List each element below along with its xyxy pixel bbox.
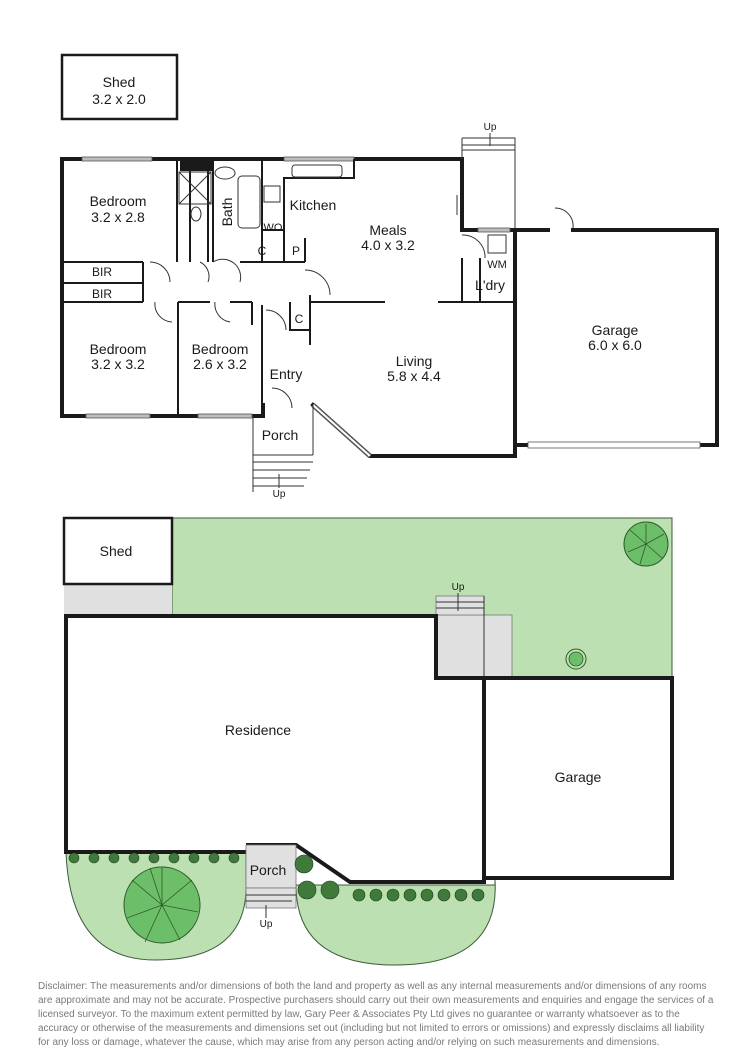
- residence-label: Residence: [225, 722, 291, 738]
- rear-stairs: [461, 137, 516, 230]
- room-dims: 6.0 x 6.0: [588, 337, 642, 353]
- room-dims: 2.6 x 3.2: [193, 356, 247, 372]
- shower-icon: [178, 171, 212, 205]
- tree-icon: [123, 866, 201, 944]
- wo-label: WO: [264, 222, 283, 234]
- room-label: Bedroom: [90, 341, 147, 357]
- front-stairs: [252, 405, 314, 492]
- site-porch: [245, 844, 297, 889]
- room-label: Living: [396, 353, 433, 369]
- residence-outline: [64, 614, 486, 884]
- rear-stairs: [435, 595, 485, 616]
- floor-plan: Shed 3.2 x 2.0 Up: [60, 53, 719, 500]
- washing-machine-icon: [487, 234, 507, 254]
- room-label: Porch: [262, 427, 299, 443]
- room-dims: 5.8 x 4.4: [387, 368, 441, 384]
- room-label: Bath: [219, 198, 235, 227]
- room-dims: 3.2 x 2.8: [91, 209, 145, 225]
- window: [477, 227, 511, 233]
- room-dims: 3.2 x 3.2: [91, 356, 145, 372]
- shed-paving: [64, 584, 172, 614]
- shrub-icon: [565, 648, 587, 670]
- site-shed-label: Shed: [100, 543, 133, 559]
- front-lawn-right: [295, 879, 496, 966]
- room-label: Bedroom: [192, 341, 249, 357]
- cupboard-label: C: [258, 244, 267, 258]
- wm-label: WM: [487, 259, 507, 271]
- rear-deck: [435, 614, 513, 678]
- bir-label: BIR: [92, 265, 112, 279]
- shed-label: Shed: [103, 74, 136, 90]
- hedge-row: [68, 852, 240, 864]
- room-label: Meals: [369, 222, 406, 238]
- front-stairs-up: Up: [273, 489, 286, 500]
- door-swings: [149, 207, 574, 409]
- site-front-stairs: [245, 887, 297, 909]
- bathtub-icon: [237, 175, 261, 229]
- bir-label: BIR: [92, 287, 112, 301]
- interior-walls: [62, 159, 515, 416]
- room-label: Bedroom: [90, 193, 147, 209]
- cooktop-icon: [263, 185, 281, 203]
- room-label: Garage: [592, 322, 639, 338]
- basin-icon: [214, 166, 236, 180]
- window: [283, 156, 355, 162]
- tree-icon: [623, 521, 669, 567]
- room-dims: 4.0 x 3.2: [361, 237, 415, 253]
- rear-stairs-up: Up: [484, 122, 497, 133]
- wall-block: [180, 159, 213, 171]
- site-front-up: Up: [260, 919, 273, 930]
- garage-door[interactable]: [527, 441, 701, 449]
- site-plan: Up Shed Residence Garage Porch Up: [62, 516, 674, 966]
- toilet-icon: [190, 206, 202, 222]
- site-porch-label: Porch: [250, 862, 287, 878]
- window: [197, 413, 253, 419]
- window: [85, 413, 151, 419]
- disclaimer-text: Disclaimer: The measurements and/or dime…: [38, 981, 714, 1048]
- room-label: Entry: [270, 366, 303, 382]
- shed-dims: 3.2 x 2.0: [92, 91, 146, 107]
- shed-outline: [60, 53, 179, 121]
- garage-walls: [513, 228, 719, 447]
- site-garage-label: Garage: [555, 769, 602, 785]
- room-label: Kitchen: [290, 197, 337, 213]
- room-label: L'dry: [475, 277, 505, 293]
- cupboard-label: C: [295, 312, 304, 326]
- hedge-row: [294, 854, 485, 902]
- site-rear-up: Up: [452, 582, 465, 593]
- window: [81, 156, 153, 162]
- sink-icon: [291, 164, 343, 178]
- pantry-label: P: [292, 244, 300, 258]
- site-garage: [482, 676, 674, 880]
- site-shed: [62, 516, 174, 586]
